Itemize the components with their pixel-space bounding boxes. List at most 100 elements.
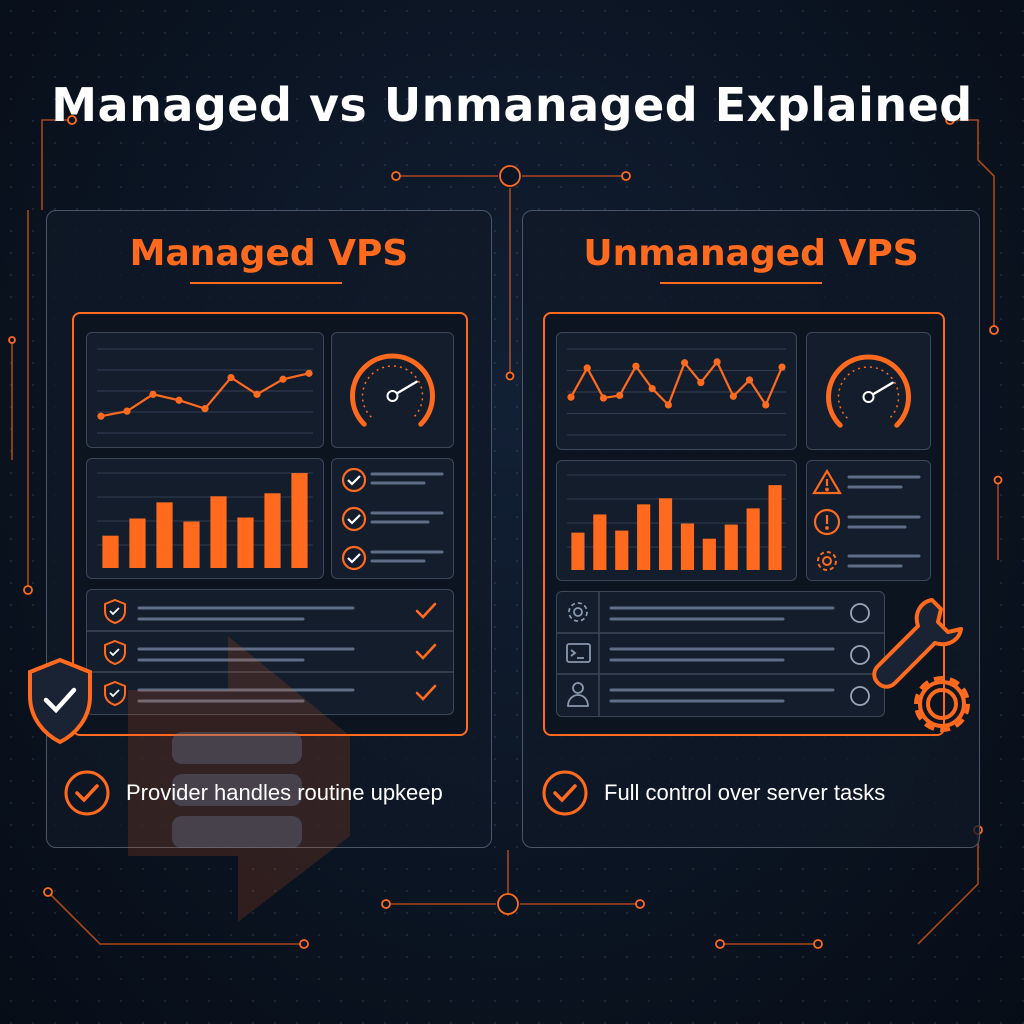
unmanaged-caption-text: Full control over server tasks [604,780,886,805]
managed-line-chart-widget [86,332,324,448]
data-point [599,394,608,402]
check-circle-icon [341,467,367,493]
data-point [713,358,721,366]
shield-check-icon [28,657,92,745]
bar [615,530,629,570]
bar [746,508,760,570]
data-point [279,375,287,383]
warning-triangle-icon [812,468,842,495]
data-point [175,396,183,404]
managed-vps-heading: Managed VPS [129,233,409,274]
gauge-arc [350,353,435,427]
managed-caption-text: Provider handles routine upkeep [126,780,443,805]
managed-title-underline [190,282,342,284]
managed-gauge-widget [331,332,454,448]
check-icon [415,684,437,701]
managed-checklist [341,467,444,571]
unmanaged-caption: Full control over server tasks [540,768,885,818]
server-watermark-icon [128,636,350,922]
bar [593,514,607,570]
bar [264,493,281,568]
managed-bar-chart-widget [86,458,324,579]
gear-icon [568,602,588,622]
shield-check-icon [104,598,126,625]
data-point [697,378,705,387]
wrench-gear-icon [872,598,970,732]
empty-circle-icon [850,603,870,623]
data-point [664,401,672,409]
unmanaged-alerts-widget [806,460,931,581]
bar [183,521,200,568]
check-circle-icon [341,506,367,532]
unmanaged-bar-chart [567,474,786,570]
data-point [648,384,656,393]
check-circle-icon [341,545,367,571]
bar [129,518,146,568]
unmanaged-line-chart [567,348,786,436]
unmanaged-task-rows [557,592,884,716]
gauge-ticks [837,366,900,419]
data-point [567,393,575,401]
gear-icon [914,676,970,732]
shield-check-icon [104,680,126,707]
bar [680,523,695,570]
check-icon [415,643,437,660]
bar [291,473,308,568]
data-point [201,405,209,413]
data-point [583,364,591,372]
data-point [632,362,640,370]
bar [571,532,585,570]
gauge-arc [826,354,911,428]
unmanaged-speedometer-icon [826,354,911,428]
bar [237,517,254,568]
empty-circle-icon [850,645,870,665]
unmanaged-gauge-widget [806,332,931,450]
bar [724,524,738,570]
wrench-icon [872,598,963,689]
bar [156,502,173,568]
data-point [253,390,261,398]
bar [102,535,119,568]
page-title: Managed vs Unmanaged Explained [51,78,973,132]
unmanaged-line-chart-widget [556,332,797,450]
bar [637,504,651,570]
data-point [305,369,313,377]
data-point [616,391,624,400]
managed-line-chart [97,348,313,434]
check-circle-icon [542,770,588,816]
alert-circle-icon [813,508,841,536]
gear-icon [817,551,837,571]
unmanaged-alerts [812,468,921,571]
bar [768,485,782,570]
gauge-hub [862,391,875,403]
managed-bar-chart [97,472,313,568]
data-point [745,376,754,384]
check-icon [415,602,437,619]
data-point [762,401,770,409]
data-point [227,373,235,382]
unmanaged-bar-chart-widget [556,460,797,581]
managed-task-list [86,589,454,715]
data-point [97,412,105,420]
unmanaged-task-list [556,591,885,717]
terminal-icon [566,643,591,663]
bar [658,498,673,570]
user-icon [567,682,589,707]
empty-circle-icon [850,686,870,706]
data-point [729,392,737,400]
managed-speedometer-icon [350,353,435,427]
managed-checklist-widget [331,458,454,579]
shield-check-icon [104,639,126,666]
data-point [149,390,157,398]
data-point [681,359,689,367]
gauge-ticks [361,365,424,418]
unmanaged-vps-heading: Unmanaged VPS [583,233,919,274]
data-point [123,407,131,415]
gauge-hub [386,390,399,402]
managed-caption: Provider handles routine upkeep [62,768,443,818]
check-circle-icon [64,770,110,816]
data-point [778,363,786,371]
bar [702,538,716,570]
unmanaged-title-underline [660,282,822,284]
